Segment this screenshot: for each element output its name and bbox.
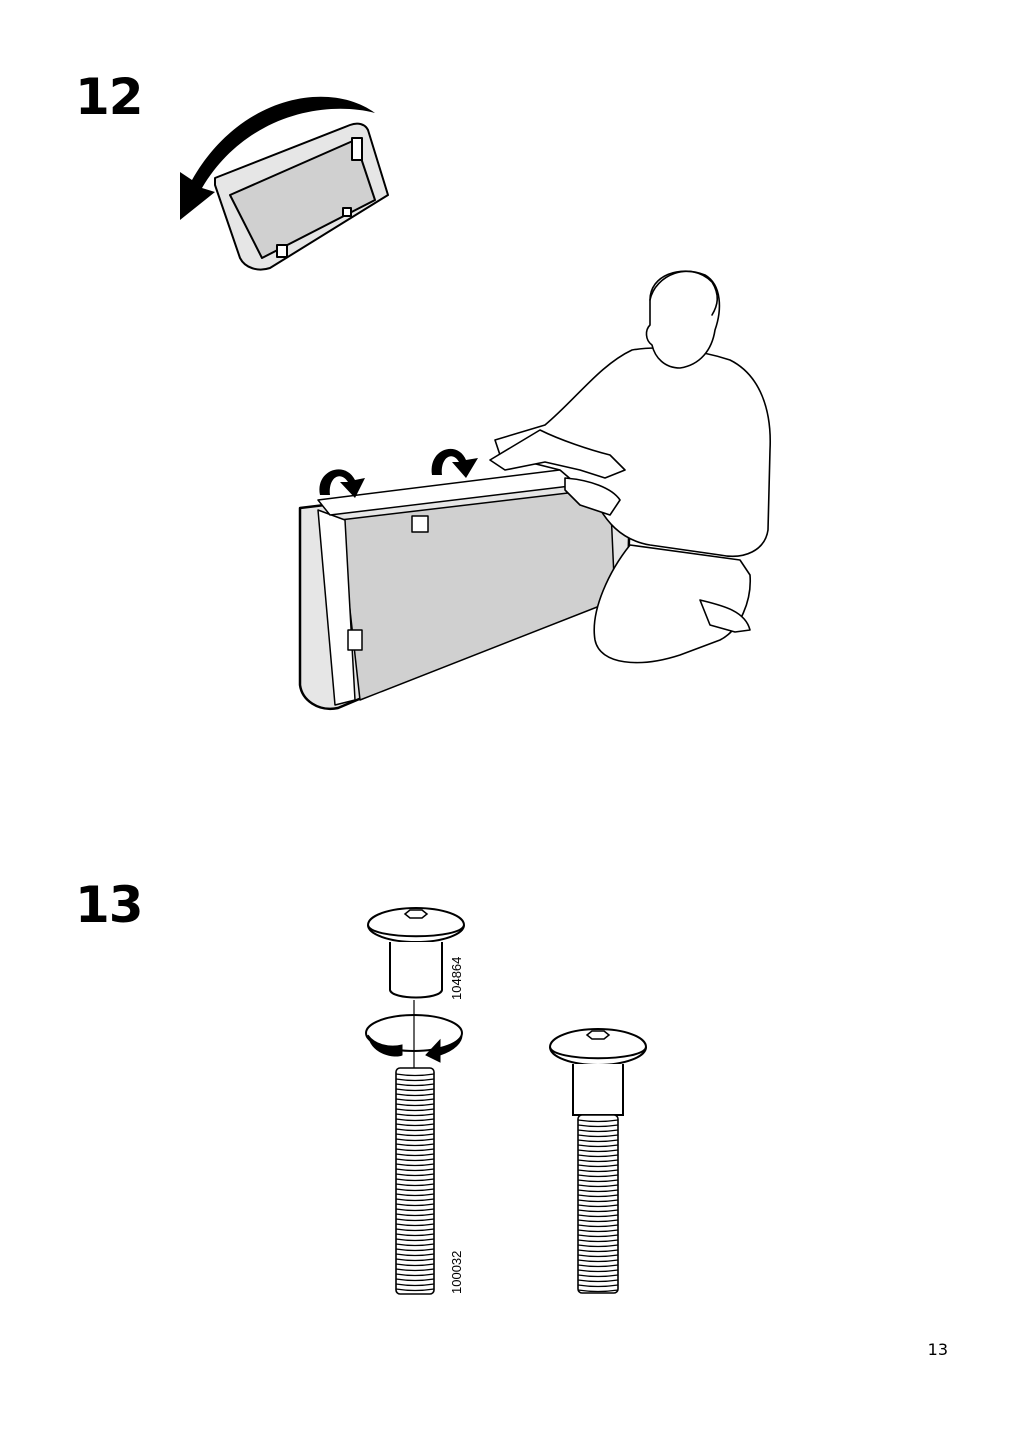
thread-line bbox=[395, 1238, 435, 1242]
thread-line bbox=[577, 1239, 619, 1243]
thread-line bbox=[577, 1164, 619, 1168]
thread-line bbox=[395, 1178, 435, 1182]
thread-line bbox=[577, 1139, 619, 1143]
thread-line bbox=[395, 1203, 435, 1207]
cap-nut-icon bbox=[367, 907, 465, 999]
thread-line bbox=[577, 1144, 619, 1148]
thread-line bbox=[577, 1134, 619, 1138]
thread-line bbox=[395, 1103, 435, 1107]
thread-line bbox=[577, 1269, 619, 1273]
thread-line bbox=[577, 1119, 619, 1123]
thread-line bbox=[577, 1274, 619, 1278]
thread-line bbox=[395, 1093, 435, 1097]
thread-line bbox=[395, 1078, 435, 1082]
fold-arrow-middle-icon bbox=[431, 448, 478, 478]
thread-line bbox=[395, 1158, 435, 1162]
thread-line bbox=[395, 1208, 435, 1212]
kneeling-man-icon bbox=[489, 270, 771, 664]
thread-line bbox=[577, 1244, 619, 1248]
thread-line bbox=[395, 1218, 435, 1222]
thread-line bbox=[395, 1278, 435, 1282]
thread-line bbox=[577, 1174, 619, 1178]
assembled-bolt-icon bbox=[549, 1028, 647, 1294]
thread-line bbox=[395, 1148, 435, 1152]
threaded-rod-icon bbox=[395, 1067, 435, 1295]
thread-line bbox=[577, 1149, 619, 1153]
thread-line bbox=[577, 1259, 619, 1263]
thread-line bbox=[395, 1183, 435, 1187]
thread-line bbox=[577, 1254, 619, 1258]
thread-line bbox=[577, 1204, 619, 1208]
thread-line bbox=[577, 1214, 619, 1218]
thread-line bbox=[577, 1154, 619, 1158]
fold-arrow-left-icon bbox=[319, 469, 365, 498]
thread-line bbox=[395, 1288, 435, 1292]
thread-line bbox=[395, 1198, 435, 1202]
thread-line bbox=[395, 1188, 435, 1192]
page-number: 13 bbox=[927, 1340, 948, 1359]
thread-line bbox=[395, 1243, 435, 1247]
thread-line bbox=[577, 1229, 619, 1233]
thread-line bbox=[577, 1169, 619, 1173]
thread-line bbox=[577, 1129, 619, 1133]
thread-line bbox=[577, 1124, 619, 1128]
thread-line bbox=[577, 1284, 619, 1288]
thread-line bbox=[395, 1193, 435, 1197]
step-number-13: 13 bbox=[75, 876, 144, 934]
thread-line bbox=[395, 1088, 435, 1092]
thread-line bbox=[395, 1228, 435, 1232]
thread-line bbox=[395, 1268, 435, 1272]
thread-line bbox=[395, 1118, 435, 1122]
thread-line bbox=[395, 1248, 435, 1252]
thread-line bbox=[395, 1128, 435, 1132]
thread-line bbox=[577, 1199, 619, 1203]
thread-line bbox=[577, 1249, 619, 1253]
thread-line bbox=[395, 1073, 435, 1077]
thread-line bbox=[395, 1263, 435, 1267]
thread-line bbox=[577, 1184, 619, 1188]
thread-line bbox=[577, 1159, 619, 1163]
flip-arrow-icon bbox=[180, 96, 375, 220]
thread-line bbox=[577, 1279, 619, 1283]
thread-line bbox=[395, 1258, 435, 1262]
cushion-flipping-icon bbox=[214, 122, 389, 271]
thread-line bbox=[577, 1264, 619, 1268]
thread-line bbox=[395, 1283, 435, 1287]
thread-line bbox=[395, 1168, 435, 1172]
thread-line bbox=[395, 1173, 435, 1177]
thread-line bbox=[577, 1189, 619, 1193]
thread-line bbox=[395, 1108, 435, 1112]
thread-line bbox=[577, 1194, 619, 1198]
thread-line bbox=[395, 1163, 435, 1167]
thread-line bbox=[577, 1234, 619, 1238]
thread-line bbox=[395, 1253, 435, 1257]
thread-line bbox=[395, 1273, 435, 1277]
thread-line bbox=[395, 1113, 435, 1117]
thread-line bbox=[577, 1289, 619, 1293]
rotate-arrow-icon bbox=[365, 1000, 463, 1068]
thread-line bbox=[577, 1209, 619, 1213]
thread-line bbox=[395, 1213, 435, 1217]
thread-line bbox=[577, 1219, 619, 1223]
thread-line bbox=[395, 1083, 435, 1087]
thread-line bbox=[395, 1133, 435, 1137]
thread-line bbox=[395, 1138, 435, 1142]
thread-line bbox=[577, 1224, 619, 1228]
thread-line bbox=[395, 1123, 435, 1127]
part-code-cap: 104864 bbox=[449, 956, 464, 1000]
part-code-bolt: 100032 bbox=[449, 1250, 464, 1294]
step-number-12: 12 bbox=[75, 68, 144, 126]
thread-line bbox=[395, 1223, 435, 1227]
thread-line bbox=[395, 1153, 435, 1157]
thread-line bbox=[577, 1179, 619, 1183]
thread-line bbox=[395, 1233, 435, 1237]
thread-line bbox=[395, 1098, 435, 1102]
thread-line bbox=[395, 1143, 435, 1147]
